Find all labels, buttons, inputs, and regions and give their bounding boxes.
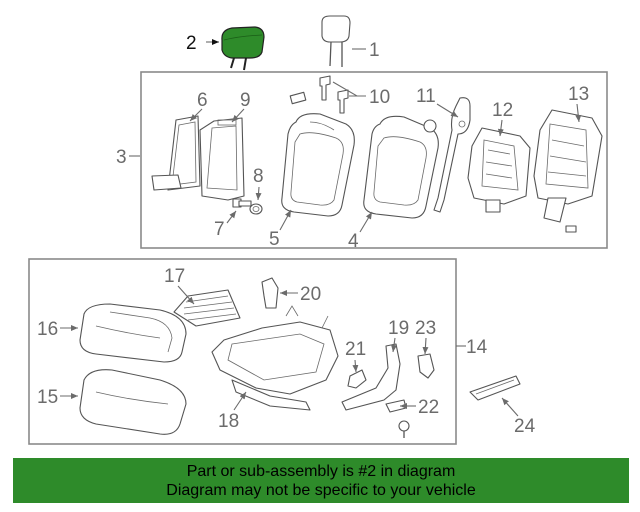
- part-15-cushion-cover: [79, 369, 187, 435]
- part-11-trim-strip: [423, 97, 471, 213]
- callout-11: 11: [416, 86, 436, 107]
- callout-6: 6: [197, 90, 208, 111]
- part-24-rail-trim: [469, 375, 521, 401]
- callout-24: 24: [514, 416, 536, 437]
- info-banner: Part or sub-assembly is #2 in diagram Di…: [13, 458, 629, 503]
- callout-12: 12: [492, 100, 513, 121]
- banner-line-1: Part or sub-assembly is #2 in diagram: [186, 463, 456, 480]
- seatback-group-frame: [140, 71, 608, 249]
- cushion-group-frame: [28, 258, 457, 445]
- part-21-clip: [347, 369, 367, 389]
- part-23-clip: [417, 353, 435, 379]
- part-19-trim-cover: [341, 343, 401, 411]
- callout-5: 5: [269, 229, 280, 250]
- callout-14: 14: [466, 337, 488, 358]
- callout-7: 7: [214, 219, 225, 240]
- part-5-seatback-cover: [281, 113, 355, 217]
- part-17-mat: [173, 289, 241, 327]
- callout-23: 23: [415, 318, 436, 339]
- banner-line-2: Diagram may not be specific to your vehi…: [166, 482, 476, 499]
- callout-22: 22: [418, 397, 439, 418]
- part-20-bracket: [261, 277, 279, 309]
- part-4-seatback-pad: [363, 115, 439, 219]
- part-16-cushion-pad: [79, 303, 187, 363]
- part-7-bolt: [232, 198, 252, 208]
- callout-8: 8: [253, 166, 264, 187]
- callout-21: 21: [345, 339, 366, 360]
- part-18-cushion-frame: [211, 305, 339, 411]
- parts-diagram: 2 1 3 6 9 8 7 10: [28, 15, 608, 445]
- part-9-back-panel: [199, 117, 245, 201]
- callout-16: 16: [37, 319, 58, 340]
- callout-9: 9: [240, 90, 251, 111]
- callout-19: 19: [388, 318, 409, 339]
- part-13-seatback-frame: [533, 109, 603, 233]
- part-8-grommet: [249, 203, 263, 215]
- callout-3: 3: [116, 147, 127, 168]
- callout-10: 10: [369, 87, 390, 108]
- callout-2: 2: [186, 33, 197, 54]
- callout-20: 20: [300, 284, 321, 305]
- part-2-headrest-highlighted[interactable]: [221, 26, 265, 71]
- part-6-panel: [151, 115, 201, 191]
- part-12-frame-bracket: [467, 127, 531, 213]
- callout-4: 4: [348, 231, 359, 252]
- part-10-clips: [289, 75, 349, 114]
- part-1-headrest: [321, 15, 351, 67]
- callout-17: 17: [164, 266, 185, 287]
- callout-18: 18: [218, 411, 239, 432]
- callout-13: 13: [568, 84, 589, 105]
- callout-1: 1: [369, 40, 380, 61]
- callout-15: 15: [37, 387, 58, 408]
- part-22-screw: [385, 399, 410, 438]
